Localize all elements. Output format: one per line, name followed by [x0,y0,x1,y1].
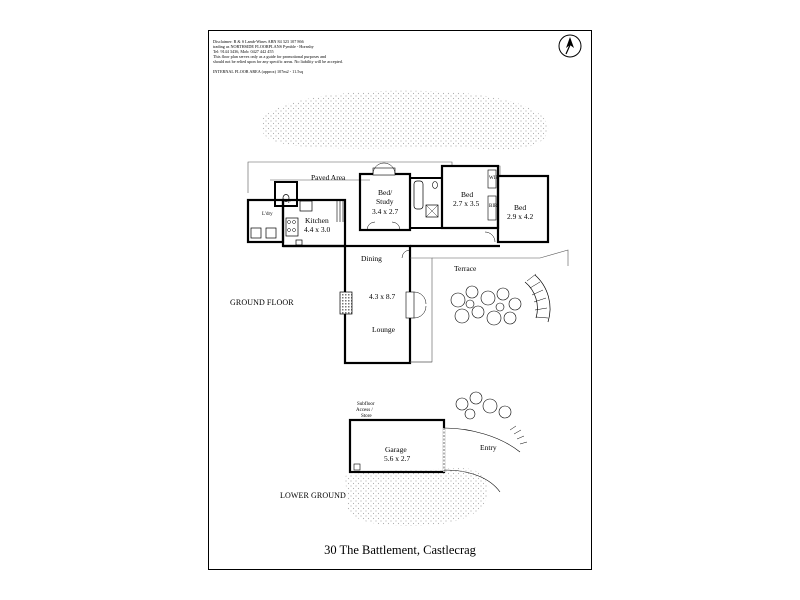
laundry-label: L'dry [262,212,273,217]
disclaimer-line-2: trading as NORTHSIDE FLOORPLANS Pymble -… [213,44,314,49]
entry-label: Entry [480,443,497,452]
ground-floor-heading: GROUND FLOOR [230,298,294,307]
subfloor-label-2: Access / [356,408,373,413]
disclaimer-line-3: Tel: 9144 3436, Mob: 0427 442 455 [213,49,274,54]
disclaimer-line-4: This floor plan serves only as a guide f… [213,54,327,59]
north-arrow-icon [558,34,582,58]
paved-area-label: Paved Area [311,173,346,182]
garage-size: 5.6 x 2.7 [384,454,411,463]
bed-study-size: 3.4 x 2.7 [372,207,399,216]
bir-label: BIR [489,204,498,209]
living-size: 4.3 x 8.7 [369,292,396,301]
fridge-label: F [288,200,291,205]
lounge-label: Lounge [372,325,395,334]
subfloor-label-3: Store [361,414,372,419]
bed-study-label-2: Study [376,197,394,206]
bed-1-size: 2.7 x 3.5 [453,199,480,208]
bed-2-label: Bed [514,203,527,212]
floor-area-note: INTERNAL FLOOR AREA (approx) 107m2 - 11.… [213,69,304,74]
terrace-label: Terrace [454,264,477,273]
garage-label: Garage [385,445,407,454]
disclaimer-line-1: Disclaimer: R & S Lamb-Wines ABN 84 323 … [213,39,304,44]
bed-1-label: Bed [461,190,474,199]
bed-2-size: 2.9 x 4.2 [507,212,534,221]
subfloor-label-1: Subfloor [357,402,375,407]
kitchen-size: 4.4 x 3.0 [304,225,331,234]
bed-study-label: Bed/ [378,188,393,197]
wir-label: WIR [489,176,499,181]
lower-ground-heading: LOWER GROUND [280,491,346,500]
kitchen-label: Kitchen [305,216,329,225]
disclaimer-line-5: should not be relied upon for any specif… [213,59,343,64]
property-address-title: 30 The Battlement, Castlecrag [324,543,476,557]
dining-label: Dining [361,254,382,263]
